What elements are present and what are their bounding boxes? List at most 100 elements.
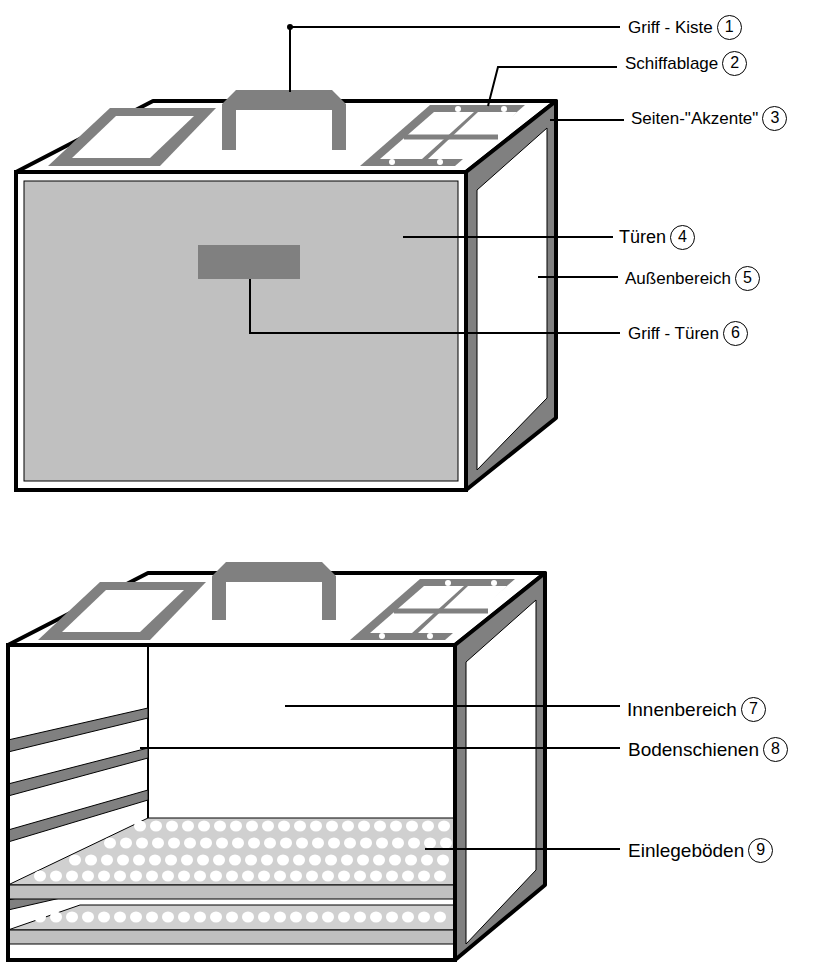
shelf-hole [216,838,228,849]
shelf-hole [34,912,46,923]
shelf-hole [136,838,148,849]
shelf-hole [162,912,174,923]
shelf-hole [342,821,354,832]
shelf-hole [341,855,353,866]
shelf-hole [50,871,62,882]
shelf-hole [120,838,132,849]
shelf-hole [242,912,254,923]
shelf-hole [405,855,417,866]
shelf-hole [408,838,420,849]
shelf-hole [210,912,222,923]
shelf-hole [258,912,270,923]
shelf-hole [424,838,436,849]
callout-number: 1 [717,15,742,40]
shelf-hole [182,821,194,832]
shelf-hole [130,871,142,882]
shelf-hole [232,838,244,849]
callout-text: 8 [771,741,780,757]
shelf-hole [370,871,382,882]
shelf-hole [280,838,292,849]
callout-number: 9 [748,838,773,863]
shelf-hole [82,912,94,923]
callout-number: 5 [735,266,760,291]
shelf-hole [290,871,302,882]
shelf-hole [242,871,254,882]
shelf-hole [389,855,401,866]
callout-number: 6 [723,321,748,346]
shelf-hole [357,855,369,866]
shelf-hole [226,912,238,923]
shelf-hole [184,838,196,849]
shelf-hole [194,912,206,923]
shelf-hole [66,912,78,923]
callout-text: 1 [725,19,734,35]
shelf-hole [66,871,78,882]
shelf-hole [258,871,270,882]
shelf-hole [226,871,238,882]
shelf-hole [214,821,226,832]
shelf-hole [114,912,126,923]
shelf-hole [230,821,242,832]
callout-text: 2 [730,55,739,71]
shelf-hole [306,912,318,923]
shelf-hole [306,871,318,882]
shelf-hole [293,855,305,866]
shelf-hole [134,821,146,832]
callout-number: 2 [722,51,747,76]
shelf-hole [178,871,190,882]
shelf-hole [373,855,385,866]
shelf-hole [150,821,162,832]
shelf-hole [262,821,274,832]
shelf-hole [245,855,257,866]
shelf-hole [322,871,334,882]
part-name: Türen [619,228,666,246]
shelf-hole [328,838,340,849]
callout-text: 4 [678,229,687,245]
shelf-hole [376,838,388,849]
shelf-hole [386,871,398,882]
shelf-hole [354,912,366,923]
shelf-hole [386,912,398,923]
callout-text: 7 [749,701,758,717]
leader-lines [140,25,624,849]
shelf-hole [114,871,126,882]
shelf-hole [117,855,129,866]
shelf-hole [274,912,286,923]
shelf-hole [178,912,190,923]
shelf-hole [354,871,366,882]
callout-text: 5 [743,270,752,286]
shelf-hole [261,855,273,866]
shelf-hole [104,838,116,849]
shelf-hole [338,912,350,923]
shelf-hole [422,821,434,832]
shelf-hole [210,871,222,882]
shelf-hole [165,855,177,866]
shelf-hole [390,821,402,832]
shelf-hole [98,912,110,923]
shelf-hole [402,871,414,882]
shelf-hole [248,838,260,849]
part-name: Schiffablage [625,55,718,72]
callout-text: 9 [756,842,765,858]
shelf-hole [434,871,446,882]
shelf-hole [168,838,180,849]
shelf-hole [418,912,430,923]
shelf-hole [437,855,449,866]
shelf-hole [312,838,324,849]
callout-number: 8 [763,737,788,762]
shelf-hole [198,821,210,832]
part-name: Einlegeböden [628,841,744,860]
shelf-hole [296,838,308,849]
shelf-hole [146,871,158,882]
shelf-hole [264,838,276,849]
shelf-hole [421,855,433,866]
shelf-hole [69,855,81,866]
shelf-hole [406,821,418,832]
shelf-hole [85,855,97,866]
shelf-hole [290,912,302,923]
shelf-hole [402,912,414,923]
shelf-hole [309,855,321,866]
part-name: Griff - Türen [628,325,719,342]
